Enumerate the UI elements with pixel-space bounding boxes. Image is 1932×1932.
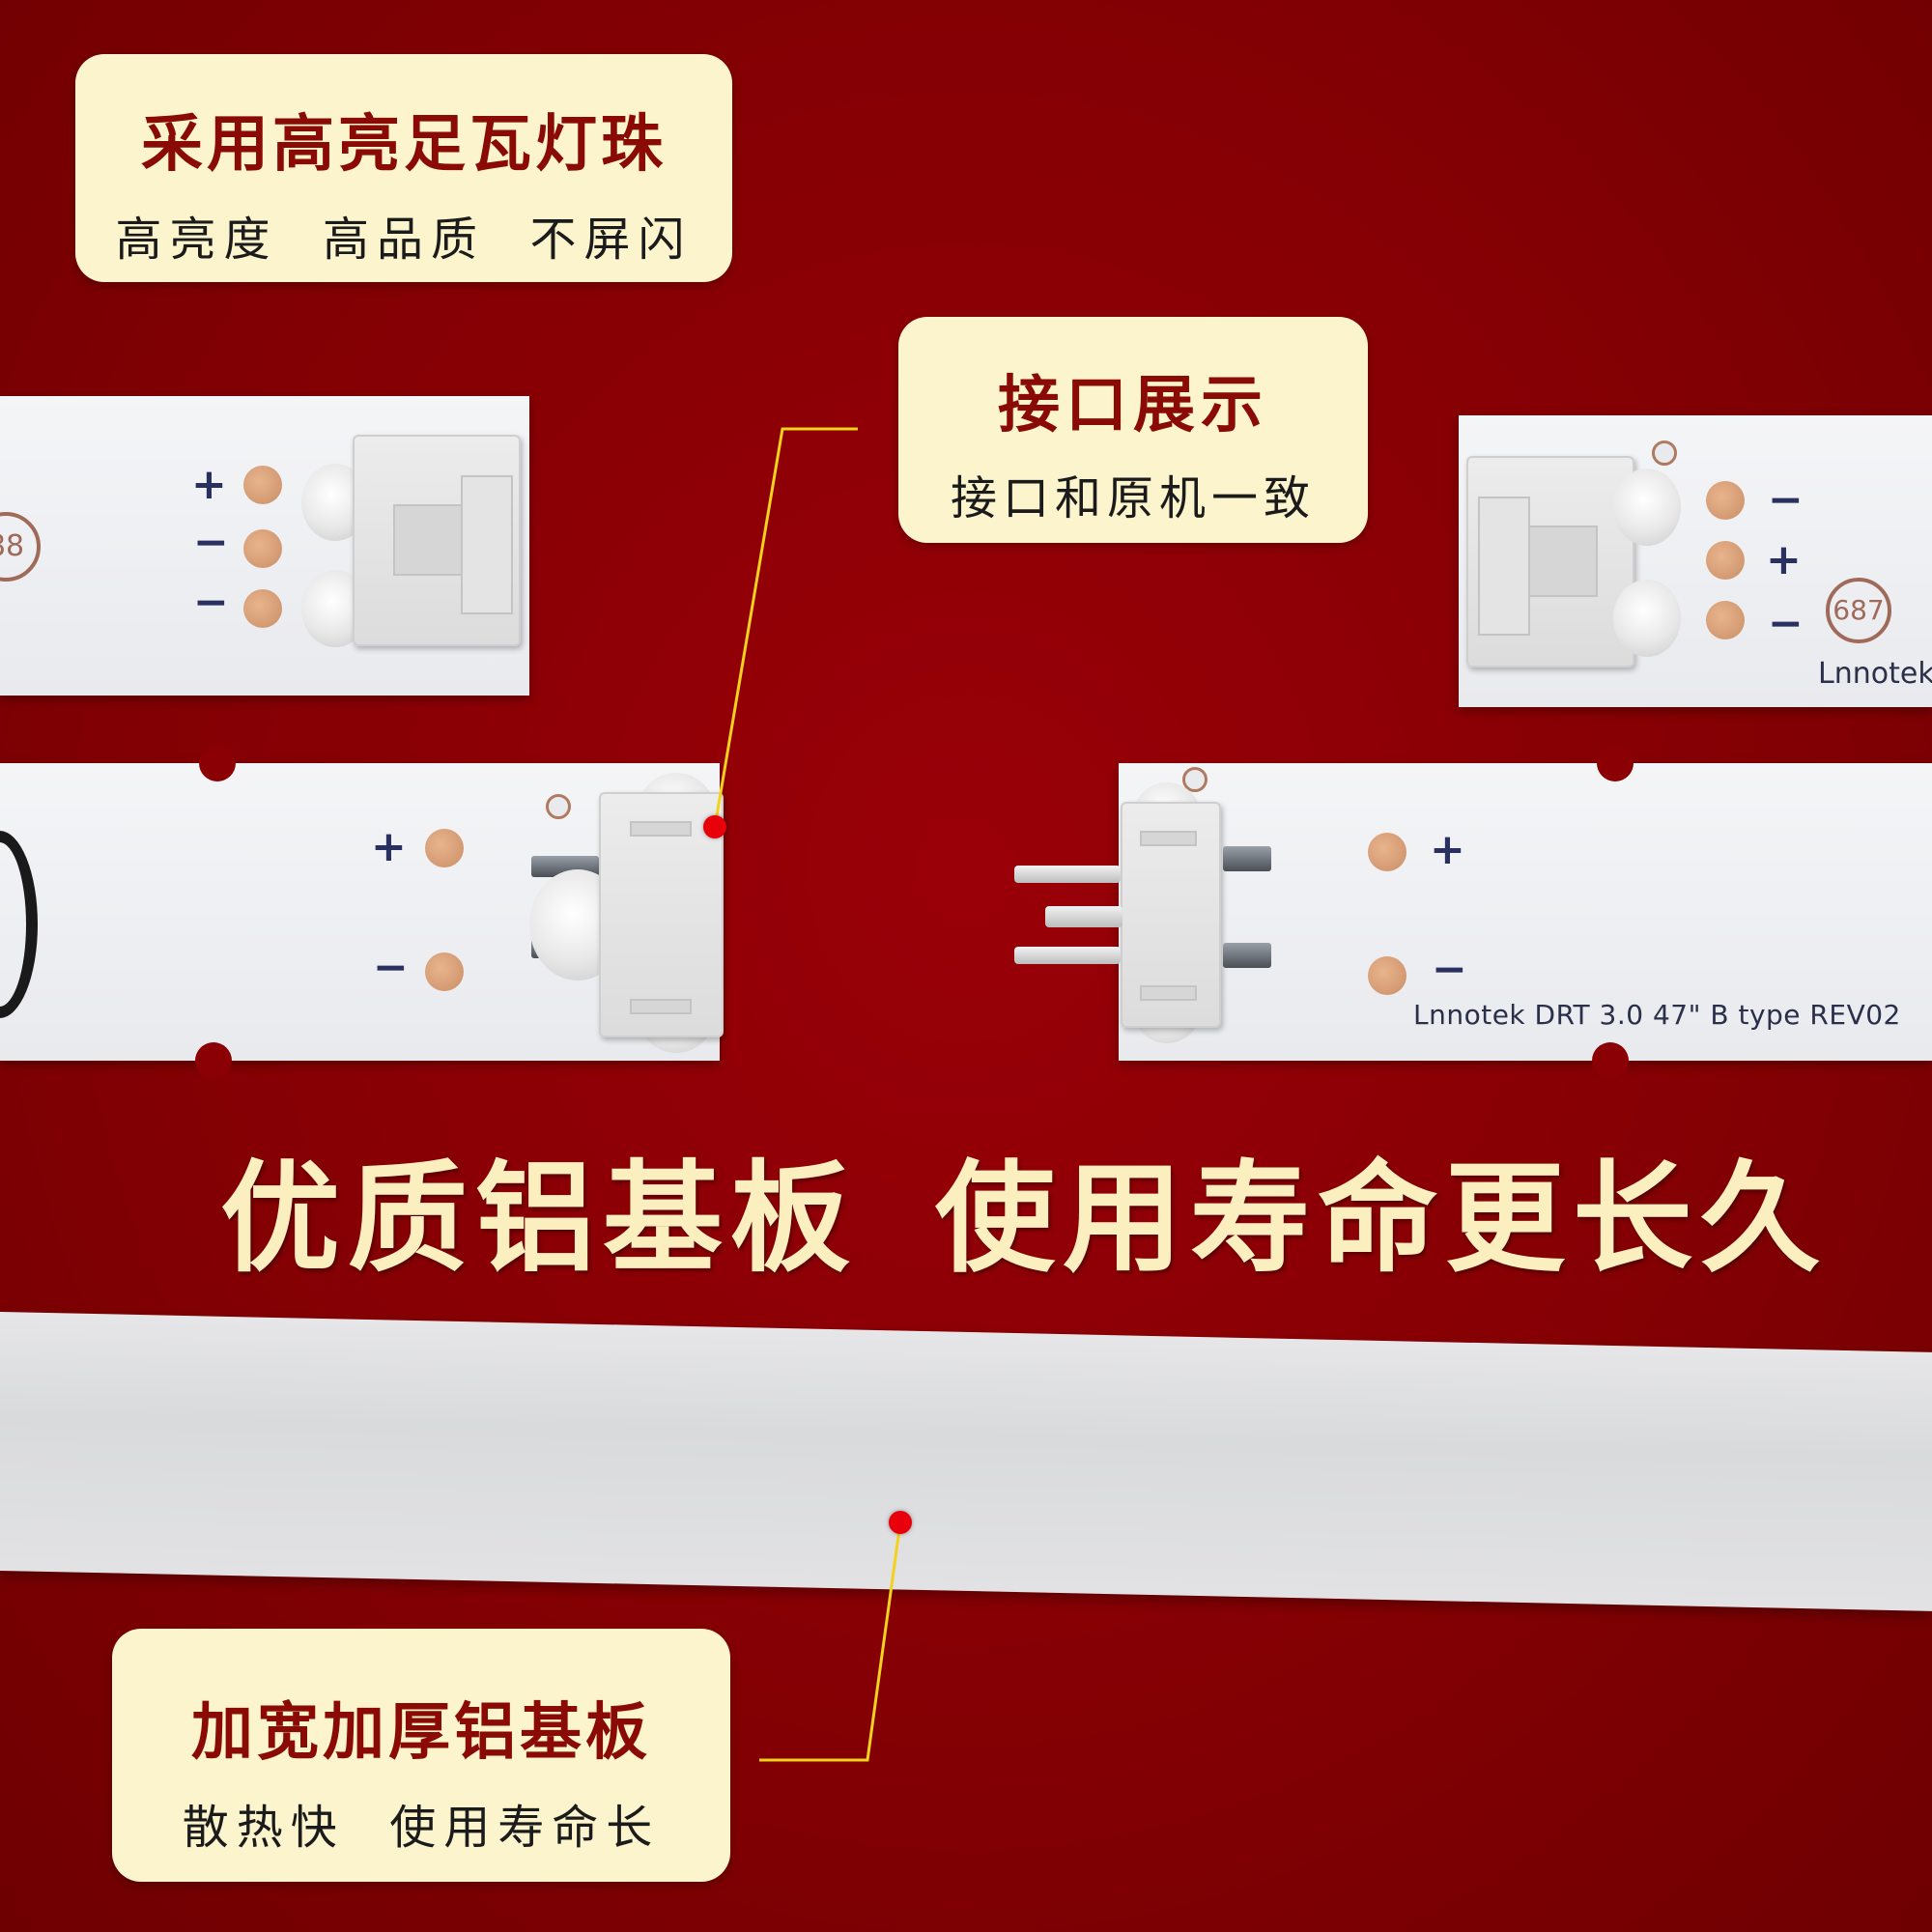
led-strip-top-left: 88 + − − <box>0 396 529 696</box>
label-subtitle: 高亮度 高品质 不屏闪 <box>115 213 693 267</box>
leader-line-interface <box>713 427 858 828</box>
mount-hole <box>546 794 571 819</box>
label-subtitle: 接口和原机一致 <box>950 471 1316 526</box>
solder-pad <box>1706 481 1745 520</box>
solder-pad <box>1368 833 1406 871</box>
label-led-beads: 采用高亮足瓦灯珠 高亮度 高品质 不屏闪 <box>75 54 732 282</box>
minus-mark: − <box>1768 475 1804 525</box>
label-subtitle: 散热快 使用寿命长 <box>182 1801 661 1855</box>
minus-mark: − <box>373 943 409 992</box>
led-strip-top-right: − + − 687 Lnnotek <box>1459 415 1932 707</box>
connector-pin <box>1014 866 1121 883</box>
wire-connector <box>1121 802 1221 1028</box>
strip-code: 687 <box>1833 594 1885 626</box>
strip-code-circle: 687 <box>1826 578 1891 643</box>
leader-line-board <box>759 1521 902 1762</box>
label-title: 采用高亮足瓦灯珠 <box>141 109 667 181</box>
solder-tab <box>1223 846 1271 871</box>
strip-code: 88 <box>0 529 25 563</box>
connector-pin <box>1045 906 1122 927</box>
led-lens <box>1613 469 1681 546</box>
plus-mark: + <box>1766 535 1802 584</box>
marker-dot <box>703 815 726 838</box>
solder-pad <box>425 829 464 867</box>
solder-pad <box>243 589 282 628</box>
minus-mark: − <box>1768 599 1804 648</box>
plus-mark: + <box>191 460 227 509</box>
minus-mark: − <box>1432 945 1467 994</box>
solder-pad <box>243 529 282 568</box>
minus-mark: − <box>193 518 229 567</box>
label-thick-board: 加宽加厚铝基板 散热快 使用寿命长 <box>112 1629 730 1882</box>
led-strip-middle-right: + − Lnnotek DRT 3.0 47" B type REV02 <box>1119 745 1932 1079</box>
brand-silkscreen: Lnnotek <box>1818 657 1932 691</box>
headline-left: 优质铝基板 <box>220 1150 859 1289</box>
wire-connector <box>353 435 521 646</box>
solder-pad <box>425 952 464 991</box>
label-title: 接口展示 <box>998 370 1268 441</box>
plus-mark: + <box>371 822 407 871</box>
solder-pad <box>1706 541 1745 580</box>
label-title: 加宽加厚铝基板 <box>191 1697 651 1769</box>
led-lens <box>1613 580 1681 657</box>
wire-connector <box>599 792 724 1037</box>
solder-pad <box>1368 956 1406 995</box>
minus-mark: − <box>193 578 229 627</box>
led-strip-middle-left: + − <box>0 745 724 1079</box>
wire-connector <box>1466 456 1634 668</box>
solder-pad <box>1706 601 1745 639</box>
connector-pin <box>1014 947 1121 964</box>
headline-right: 使用寿命更长久 <box>935 1150 1829 1289</box>
solder-tab <box>1223 943 1271 968</box>
marker-dot <box>889 1511 912 1534</box>
solder-pad <box>243 466 282 504</box>
mount-hole <box>1652 440 1677 466</box>
label-interface: 接口展示 接口和原机一致 <box>898 317 1368 543</box>
plus-mark: + <box>1430 825 1465 874</box>
model-silkscreen: Lnnotek DRT 3.0 47" B type REV02 <box>1413 999 1901 1031</box>
